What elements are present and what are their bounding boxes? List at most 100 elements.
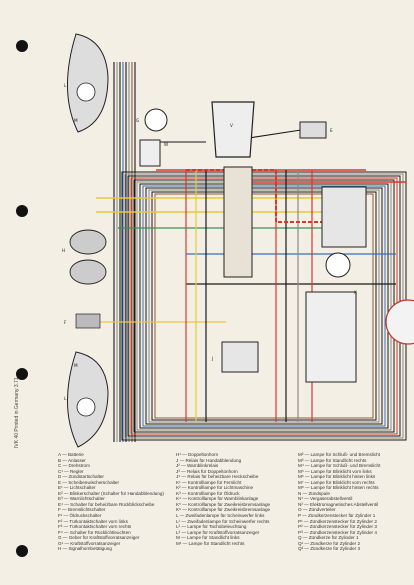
- label-m-top: M: [74, 118, 78, 123]
- legend-entry: P³ — Zündkerzenstecker für Zylinder 4: [298, 529, 377, 535]
- label-h: H: [62, 248, 65, 253]
- legend-entry: H — Signalhornbetätigung: [58, 546, 112, 552]
- legend-entry: J — Relais für Handabblendung: [176, 457, 242, 463]
- label-m-bottom: M: [74, 363, 78, 368]
- legend-entry: E³ — Warnlichtschalter: [58, 496, 105, 502]
- legend-entry: E⁴ — Schalter für beheizbare Rückblicksc…: [58, 501, 155, 507]
- harness-loop: [148, 189, 380, 423]
- legend-entry: L — Zweifadenlampe für Scheinwerfer link…: [176, 513, 265, 519]
- legend-entry: C — Drehstrom: [58, 463, 90, 469]
- legend-entry: J⁴ — Relais für beheizbare Heckscheibe: [176, 474, 259, 480]
- legend-entry: J² — Warnblinkrelais: [176, 463, 219, 469]
- legend-entry: Q¹ — Zündkerze für Zylinder 2: [298, 540, 361, 546]
- label-j: J: [211, 356, 213, 361]
- lower-module: [221, 341, 259, 373]
- legend-entry: L¹ — Zweifadenlampe für Scheinwerfer rec…: [176, 518, 270, 524]
- legend-entry: C¹ — Regler: [58, 468, 84, 474]
- legend-entry: K¹ — Kontrolllampe für Fernlicht: [176, 479, 242, 485]
- legend-entry: F³ — Türkontaktschalter vorn rechts: [58, 524, 132, 530]
- legend-entry: D — Zündstartschalter: [58, 474, 104, 480]
- legend-entry: H¹ — Doppeltonhorn: [176, 452, 219, 457]
- legend-entry: A — Batterie: [58, 452, 84, 457]
- harness-loop: [154, 193, 374, 419]
- legend-entry: K² — Kontrolllampe für Lichtmaschine: [176, 485, 254, 491]
- legend-entry: M⁶ — Lampe für Blinklicht hinten links: [298, 474, 376, 480]
- legend-entry: K³ — Kontrolllampe für Öldruck: [176, 490, 240, 496]
- legend-entry: Q² — Zündkerze für Zylinder 3: [298, 546, 361, 552]
- legend-entry: P — Zündkerzenstecker für Zylinder 1: [298, 513, 376, 519]
- component-labels: L M G W V E H F K J L M: [62, 83, 357, 401]
- connector-f: [75, 313, 101, 329]
- label-v: V: [230, 123, 233, 128]
- label-e: E: [330, 128, 333, 133]
- horn-lower: [69, 259, 107, 285]
- legend-entry: M⁸ — Lampe für Blinklicht hinten rechts: [298, 485, 379, 491]
- switch-e: [299, 121, 327, 139]
- wiring-diagram: L M G W V E H F K J L M: [62, 33, 414, 448]
- binder-hole-bottom: [16, 545, 28, 557]
- headlight-bulb-top: [76, 82, 96, 102]
- legend-entry: M³ — Lampe für Standlicht rechts: [298, 457, 367, 463]
- headlight-bulb-bottom: [76, 397, 96, 417]
- label-k: K: [354, 290, 357, 295]
- label-g: G: [136, 118, 139, 123]
- binder-hole-middle: [16, 205, 28, 217]
- legend-entry: K⁵ — Kontrolllampe für Zweikreisbremsanl…: [176, 501, 271, 507]
- harness-loop: [142, 185, 386, 427]
- wiper-motor-w: [139, 139, 161, 167]
- relay-cluster: [321, 186, 367, 248]
- distributor: [385, 299, 414, 345]
- legend-entry: L³ — Lampe für Kraftstoffvorratsanzeiger: [176, 529, 260, 535]
- legend-entry: B — Anlasser: [58, 457, 86, 463]
- legend-entry: P² — Zündkerzenstecker für Zylinder 3: [298, 524, 377, 530]
- legend-entry: M⁵ — Lampe für Blinklicht vorn links: [298, 468, 372, 474]
- legend-entry: K⁴ — Kontrolllampe für Warnblinkanlage: [176, 496, 259, 502]
- legend-entry: M⁴ — Lampe für Schluß- und Bremslicht: [298, 463, 381, 469]
- legend-entry: P¹ — Zündkerzenstecker für Zylinder 2: [298, 518, 377, 524]
- components: [66, 33, 414, 448]
- harness-loop: [151, 191, 377, 421]
- horn-upper: [69, 229, 107, 255]
- legend-entry: M² — Lampe für Schluß- und Bremslicht: [298, 452, 380, 457]
- legend-entry: F — Bremslichtschalter: [58, 507, 106, 513]
- legend-entry: E¹ — Lichtschalter: [58, 485, 96, 491]
- gauge-right: [325, 252, 351, 278]
- label-w: W: [164, 142, 168, 147]
- label-l-bottom: L: [64, 396, 67, 401]
- legend-entry: N — Zündspule: [298, 490, 330, 496]
- legend-entry: E² — Blinkerschalter (Schalter für Handa…: [58, 490, 164, 496]
- legend-entry: G¹ — Kraftstoffvorratsanzeiger: [58, 540, 121, 546]
- legend-entry: M¹ — Lampe für Standlicht rechts: [176, 540, 245, 546]
- print-code: IVK 40 Printed in Germany 3.71: [14, 377, 20, 448]
- legend-entry: L² — Lampe für Tachobeleuchtung: [176, 524, 247, 530]
- legend-entry: K⁶ — Kontrolllampe für Zweikreisbremsanl…: [176, 507, 271, 513]
- legend-entry: E — Scheibenwischerschalter: [58, 479, 120, 485]
- label-l-top: L: [64, 83, 67, 88]
- label-f: F: [64, 320, 67, 325]
- legend-entry: J³ — Relais für Doppeltonhorn: [176, 468, 238, 474]
- legend-entry: M⁷ — Lampe für Blinklicht vorn rechts: [298, 479, 375, 485]
- regulator-v: [211, 101, 255, 158]
- legend-entry: O — Zündverteiler: [298, 507, 336, 513]
- legend-entry: F¹ — Öldruckschalter: [58, 513, 102, 519]
- legend-entry: F² — Türkontaktschalter vorn links: [58, 518, 128, 524]
- legend-entry: M — Lampe für Standlicht links: [176, 535, 240, 541]
- legend-entry: G — Geber für Kraftstoffvorratsanzeiger: [58, 535, 140, 541]
- harness-loop: [139, 183, 389, 429]
- binder-hole-top: [16, 40, 28, 52]
- fuel-sender-g: [144, 108, 168, 132]
- wire-harness: [96, 62, 407, 442]
- instrument-cluster: [305, 291, 357, 383]
- fuse-box: [223, 166, 253, 278]
- harness-loop: [145, 187, 383, 425]
- legend-entry: Q — Zündkerze für Zylinder 1: [298, 535, 359, 541]
- binder-hole-lower: [16, 368, 28, 380]
- legend-entry: F⁴ — Schalter für Rücklichtleuchten: [58, 529, 131, 535]
- legend-entry: N² — Elektromagnetisches Abstellventil: [298, 501, 379, 507]
- legend-entry: N¹ — Vergaserabstellventil: [298, 496, 353, 502]
